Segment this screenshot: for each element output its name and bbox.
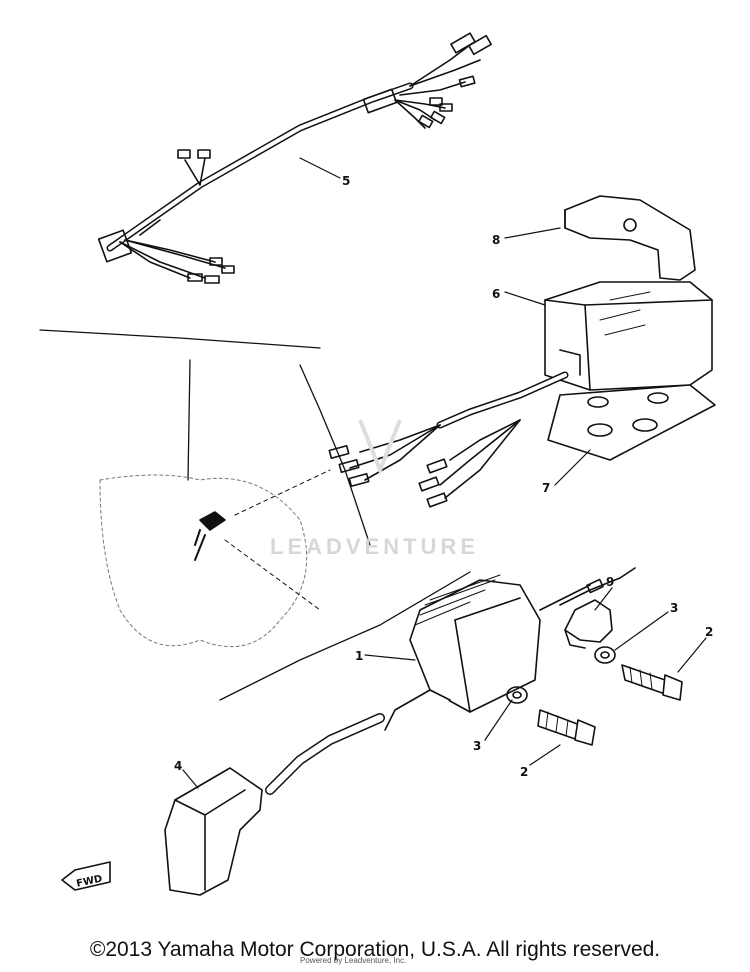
leader-8	[504, 227, 561, 239]
callout-1: 1	[355, 649, 363, 663]
callout-3a: 3	[670, 601, 678, 615]
leader-3a	[614, 611, 669, 651]
callout-7: 7	[542, 481, 550, 495]
leader-9	[594, 587, 613, 611]
copyright-notice: ©2013 Yamaha Motor Corporation, U.S.A. A…	[89, 938, 661, 961]
bracket	[564, 195, 696, 281]
fwd-label: FWD	[75, 874, 103, 890]
callout-8: 8	[492, 233, 500, 247]
leader-1	[364, 654, 416, 661]
leader-4	[182, 769, 199, 789]
leader-3b	[484, 699, 513, 741]
leader-2b	[529, 744, 561, 766]
wire-harness	[97, 32, 492, 284]
watermark-text: LEADVENTURE	[270, 534, 479, 559]
callout-2a: 2	[705, 625, 713, 639]
callout-4: 4	[174, 759, 182, 773]
watermark-logo-icon	[358, 419, 402, 476]
spark-plug-cap	[164, 767, 263, 896]
callout-5: 5	[342, 174, 350, 188]
leader-7	[554, 449, 591, 486]
washer	[506, 646, 616, 704]
damper-plate	[547, 384, 716, 461]
callout-2b: 2	[520, 765, 528, 779]
callout-6: 6	[492, 287, 500, 301]
ignition-coil	[409, 574, 591, 713]
leader-5	[299, 157, 341, 179]
leader-6	[504, 291, 546, 306]
callout-3b: 3	[473, 739, 481, 753]
leader-2a	[677, 637, 707, 673]
cdi-unit	[544, 281, 713, 391]
callout-9: 9	[606, 575, 614, 589]
powered-by-text: Powered by Leadventure, Inc.	[300, 956, 407, 965]
bolt	[537, 664, 683, 746]
fwd-arrow-icon	[61, 861, 111, 891]
clamp	[564, 599, 613, 649]
